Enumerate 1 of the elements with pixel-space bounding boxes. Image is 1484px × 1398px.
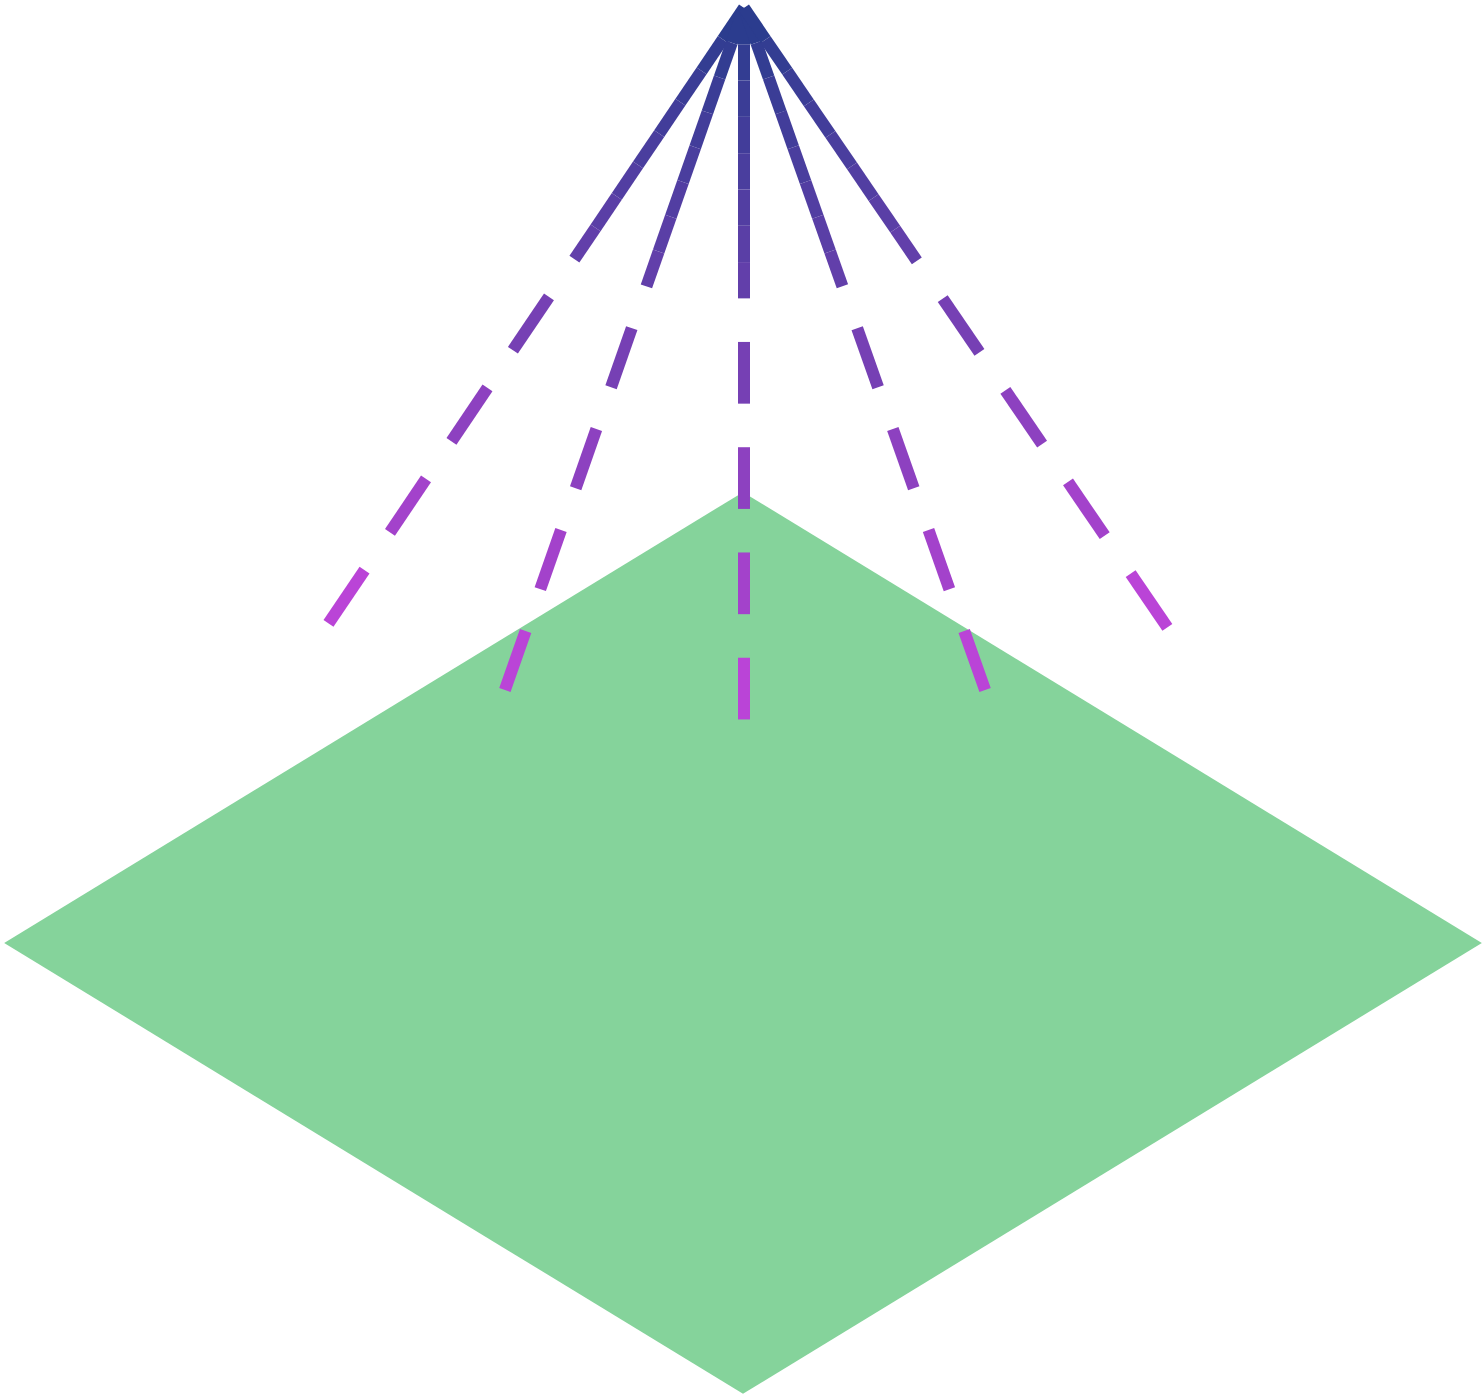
diamond-shape — [4, 492, 1482, 1394]
